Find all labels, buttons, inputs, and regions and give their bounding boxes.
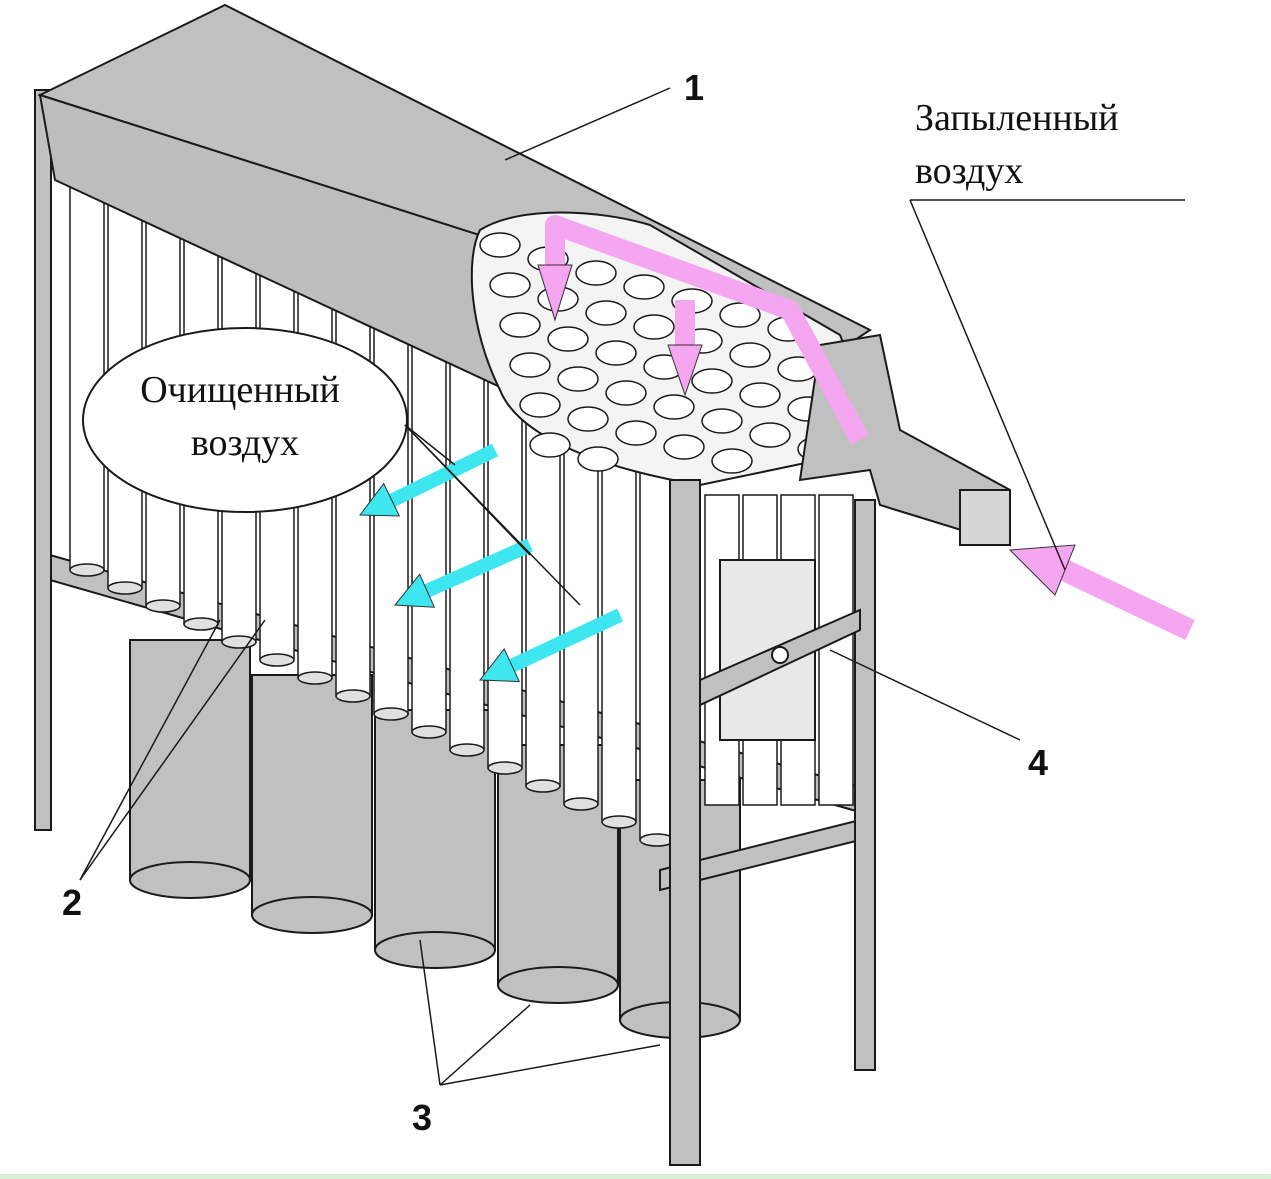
- left-post: [34, 89, 52, 831]
- tube-sheet-hole: [691, 368, 733, 394]
- filter-sleeve-bottom: [373, 707, 409, 721]
- tube-sheet-hole: [623, 274, 665, 300]
- tube-sheet-hole: [653, 394, 695, 420]
- tube-sheet-hole: [615, 420, 657, 446]
- flow-arrow-down-1: [537, 264, 573, 322]
- clean-air-label-2: воздух: [191, 422, 299, 464]
- dust-bin: [251, 674, 373, 916]
- clean-air-arrow-shaft: [502, 608, 623, 676]
- tube-sheet-hole: [633, 314, 675, 340]
- tube-sheet-hole: [575, 260, 617, 286]
- bottom-edge-line: [0, 1174, 1271, 1179]
- tube-sheet-hole: [739, 382, 781, 408]
- clean-air-arrow-shaft: [381, 443, 499, 511]
- filter-sleeve-bottom: [487, 761, 523, 775]
- tube-sheet-hole: [479, 232, 521, 258]
- filter-sleeve-bottom: [525, 779, 561, 793]
- dusty-air-inlet-arrow: [1008, 544, 1076, 596]
- tube-sheet-hole: [547, 326, 589, 352]
- dust-bin-bottom: [374, 931, 496, 969]
- tube-sheet-hole: [557, 366, 599, 392]
- filter-sleeve: [818, 494, 854, 806]
- dust-bin-bottom: [251, 896, 373, 934]
- tube-sheet-holes: [479, 232, 839, 474]
- clean-air-arrow-head: [479, 647, 521, 683]
- tube-sheet-hole: [567, 406, 609, 432]
- filter-sleeve-bottom: [259, 653, 295, 667]
- filter-sleeve-bottom: [563, 797, 599, 811]
- dusty-air-label-2: воздух: [915, 150, 1023, 192]
- filter-sleeve-bottom: [221, 635, 257, 649]
- tube-sheet-hole: [499, 312, 541, 338]
- tube-sheet-hole: [529, 432, 571, 458]
- tube-sheet-hole: [605, 380, 647, 406]
- filter-sleeve: [69, 179, 105, 571]
- dust-bin-bottom: [129, 861, 251, 899]
- dust-bin-bottom: [497, 966, 619, 1004]
- dusty-air-flow-top: [545, 215, 869, 445]
- filter-sleeve-bottom: [449, 743, 485, 757]
- clean-air-arrow-shaft: [417, 538, 533, 601]
- clean-air-callout: [82, 327, 408, 513]
- filter-sleeve: [449, 349, 485, 751]
- callout-1: 1: [684, 67, 704, 108]
- filter-sleeve-bottom: [107, 581, 143, 595]
- tube-sheet-hole: [577, 446, 619, 472]
- flow-arrow-down-2: [667, 344, 703, 397]
- tube-sheet-hole: [719, 302, 761, 328]
- filter-sleeve-bottom: [335, 689, 371, 703]
- clean-air-arrow-head: [394, 573, 436, 608]
- tube-sheet-hole: [711, 448, 753, 474]
- dusty-air-label-1: Запыленный: [915, 97, 1119, 139]
- leader-lines: [79, 87, 1185, 1086]
- filter-sleeve-bottom: [183, 617, 219, 631]
- tube-sheet-hole: [663, 434, 705, 460]
- right-back-post: [854, 499, 876, 1071]
- filter-sleeve-bottom: [639, 833, 675, 847]
- tube-sheet-hole: [701, 408, 743, 434]
- filter-sleeve-bottom: [601, 815, 637, 829]
- tube-sheet-hole: [489, 272, 531, 298]
- filter-sleeve-bottom: [145, 599, 181, 613]
- callout-4: 4: [1028, 742, 1048, 783]
- clean-air-arrow-head: [359, 482, 401, 517]
- tube-sheet-hole: [509, 352, 551, 378]
- clean-air-arrows: [359, 443, 623, 683]
- callout-2: 2: [62, 882, 82, 923]
- filter-sleeve-bottom: [411, 725, 447, 739]
- tube-sheet-hole: [519, 392, 561, 418]
- access-door: [699, 559, 861, 741]
- tube-sheet-hole: [749, 422, 791, 448]
- clean-air-label-1: Очищенный: [140, 369, 340, 411]
- right-front-post: [669, 479, 701, 1166]
- callout-3: 3: [412, 1097, 432, 1138]
- inlet-duct-mouth: [959, 489, 1011, 546]
- filter-sleeve: [411, 332, 447, 733]
- dust-bin: [129, 639, 251, 881]
- filter-sleeve-bottom: [69, 563, 105, 577]
- tube-sheet-hole: [585, 300, 627, 326]
- tube-sheet-hole: [729, 342, 771, 368]
- filter-sleeve: [639, 434, 675, 841]
- tube-sheet-hole: [595, 340, 637, 366]
- filter-sleeve-bottom: [297, 671, 333, 685]
